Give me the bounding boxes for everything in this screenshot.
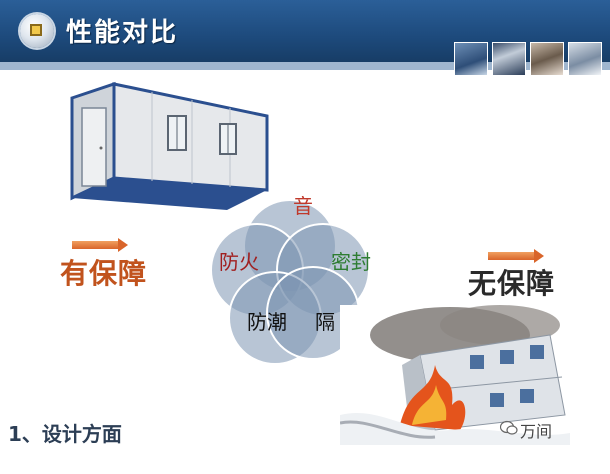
section-heading: 1、设计方面 — [8, 422, 122, 446]
venn-label-soundproof: 音 — [293, 194, 313, 218]
skyscraper-photo — [454, 42, 488, 76]
watermark-text: 万间 — [520, 422, 553, 441]
feature-venn-diagram: 音 防火 密封 防潮 隔 — [205, 188, 375, 368]
page-title: 性能对比 — [66, 18, 179, 48]
burning-building-image — [340, 305, 570, 445]
wechat-icon — [500, 420, 518, 435]
city-towers-photo — [492, 42, 526, 76]
header-divider — [0, 62, 610, 70]
guaranteed-label: 有保障 — [60, 257, 148, 290]
venn-circles — [210, 199, 370, 365]
venn-label-fireproof: 防火 — [219, 250, 259, 274]
venn-label-sealed: 密封 — [331, 250, 371, 274]
venn-label-moisture: 防潮 — [247, 310, 287, 334]
container-house-image — [70, 81, 269, 210]
arrow-right-icon-right — [488, 249, 544, 263]
office-building-photo — [568, 42, 602, 76]
square-bullet-icon-core — [30, 24, 42, 36]
square-bullet-icon — [20, 14, 54, 48]
venn-label-insulation: 隔 — [315, 310, 335, 334]
arrow-right-icon-left — [72, 238, 128, 252]
header-thumbnails — [454, 42, 604, 76]
unguaranteed-label: 无保障 — [468, 267, 556, 300]
handshake-photo — [530, 42, 564, 76]
